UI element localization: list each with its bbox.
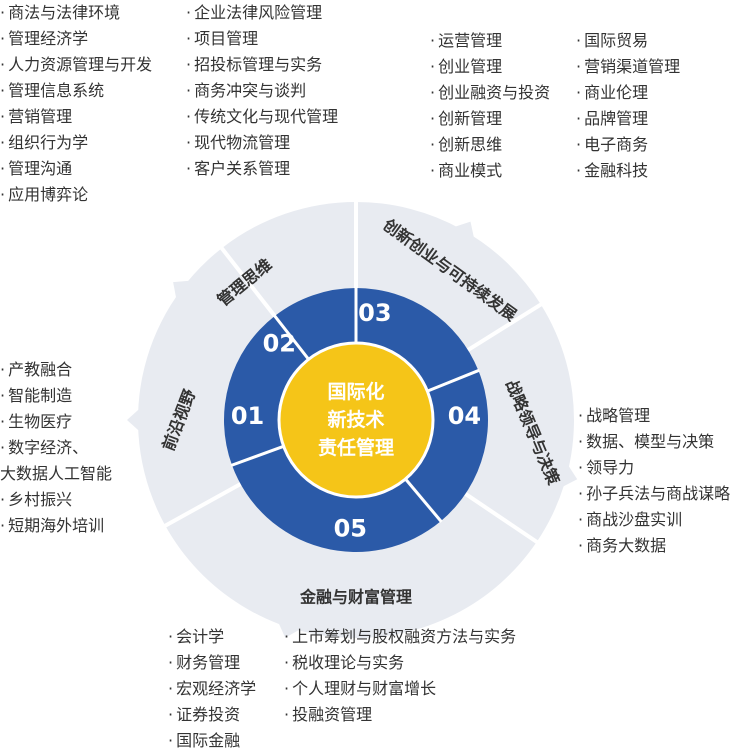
list-item: 宏观经济学 bbox=[168, 676, 256, 702]
inner-divider bbox=[272, 314, 310, 361]
list-item: 创新管理 bbox=[430, 106, 550, 132]
pointer-innovation bbox=[453, 221, 475, 240]
list-item: 产教融合 bbox=[0, 357, 112, 383]
list-innovation-b: 国际贸易 营销渠道管理 商业伦理 品牌管理 电子商务 金融科技 bbox=[576, 28, 680, 184]
outer-divider bbox=[466, 301, 544, 352]
list-item: 招投标管理与实务 bbox=[186, 52, 338, 78]
list-item: 数字经济、 bbox=[0, 435, 112, 461]
list-item: 创业融资与投资 bbox=[430, 80, 550, 106]
outer-divider bbox=[464, 492, 540, 545]
center-text-line: 责任管理 bbox=[318, 436, 394, 459]
list-frontier: 产教融合 智能制造 生物医疗 数字经济、 大数据人工智能 乡村振兴 短期海外培训 bbox=[0, 357, 112, 539]
inner-segment bbox=[405, 370, 489, 522]
inner-divider bbox=[404, 478, 443, 523]
list-item: 智能制造 bbox=[0, 383, 112, 409]
inner-ring bbox=[223, 287, 489, 553]
segment-number: 02 bbox=[263, 329, 296, 357]
pointer-strategy bbox=[561, 464, 578, 488]
list-item: 领导力 bbox=[578, 455, 730, 481]
outer-divider bbox=[218, 245, 277, 318]
segment-label: 金融与财富管理 bbox=[299, 588, 412, 607]
outer-segment bbox=[165, 483, 537, 639]
list-item: 国际金融 bbox=[168, 728, 256, 754]
outer-segment bbox=[137, 248, 276, 526]
list-item: 孙子兵法与商战谋略 bbox=[578, 481, 730, 507]
segment-number: 03 bbox=[358, 299, 391, 327]
list-item: 短期海外培训 bbox=[0, 513, 112, 539]
inner-divider bbox=[230, 444, 285, 467]
list-item: 人力资源管理与开发 bbox=[0, 52, 152, 78]
list-management-b: 企业法律风险管理 项目管理 招投标管理与实务 商务冲突与谈判 传统文化与现代管理… bbox=[186, 0, 338, 182]
list-item: 管理沟通 bbox=[0, 156, 152, 182]
outer-segment bbox=[356, 202, 541, 351]
list-item: 运营管理 bbox=[430, 28, 550, 54]
list-management-a: 商法与法律环境 管理经济学 人力资源管理与开发 管理信息系统 营销管理 组织行为… bbox=[0, 0, 152, 208]
outer-divider bbox=[162, 482, 242, 529]
list-item: 上市筹划与股权融资方法与实务 bbox=[284, 624, 516, 650]
list-item: 生物医疗 bbox=[0, 409, 112, 435]
list-item: 财务管理 bbox=[168, 650, 256, 676]
list-item: 商业模式 bbox=[430, 158, 550, 184]
list-item: 电子商务 bbox=[576, 132, 680, 158]
list-item: 个人理财与财富增长 bbox=[284, 676, 516, 702]
list-item: 组织行为学 bbox=[0, 130, 152, 156]
list-item: 投融资管理 bbox=[284, 702, 516, 728]
list-item: 税收理论与实务 bbox=[284, 650, 516, 676]
list-item: 客户关系管理 bbox=[186, 156, 338, 182]
list-finance-a: 会计学 财务管理 宏观经济学 证券投资 国际金融 bbox=[168, 624, 256, 754]
inner-divider bbox=[426, 368, 480, 393]
list-item: 创新思维 bbox=[430, 132, 550, 158]
segment-number: 05 bbox=[334, 514, 367, 542]
list-item: 品牌管理 bbox=[576, 106, 680, 132]
list-item: 会计学 bbox=[168, 624, 256, 650]
list-item: 企业法律风险管理 bbox=[186, 0, 338, 26]
outer-segment bbox=[464, 304, 574, 542]
list-item: 大数据人工智能 bbox=[0, 464, 113, 483]
center-text-line: 新技术 bbox=[327, 408, 384, 431]
segment-numbers: 01 02 03 04 05 bbox=[231, 299, 481, 542]
list-item: 创业管理 bbox=[430, 54, 550, 80]
inner-segment bbox=[231, 446, 441, 553]
list-item: 管理信息系统 bbox=[0, 78, 152, 104]
list-item: 战略管理 bbox=[578, 403, 730, 429]
list-item: 商业伦理 bbox=[576, 80, 680, 106]
list-strategy: 战略管理 数据、模型与决策 领导力 孙子兵法与商战谋略 商战沙盘实训 商务大数据 bbox=[578, 403, 730, 559]
list-finance-b: 上市筹划与股权融资方法与实务 税收理论与实务 个人理财与财富增长 投融资管理 bbox=[284, 624, 516, 728]
list-item: 商战沙盘实训 bbox=[578, 507, 730, 533]
list-item: 管理经济学 bbox=[0, 26, 152, 52]
inner-segment bbox=[223, 315, 309, 466]
list-item: 国际贸易 bbox=[576, 28, 680, 54]
list-item: 数据、模型与决策 bbox=[578, 429, 730, 455]
pointer-management bbox=[173, 280, 192, 300]
list-item: 商法与法律环境 bbox=[0, 0, 152, 26]
list-item: 金融科技 bbox=[576, 158, 680, 184]
list-item: 乡村振兴 bbox=[0, 487, 112, 513]
center-disc bbox=[277, 341, 435, 499]
list-item: 证券投资 bbox=[168, 702, 256, 728]
list-item: 营销渠道管理 bbox=[576, 54, 680, 80]
list-item: 传统文化与现代管理 bbox=[186, 104, 338, 130]
list-item: 营销管理 bbox=[0, 104, 152, 130]
segment-number: 01 bbox=[231, 402, 264, 430]
center-text-line: 国际化 bbox=[327, 380, 384, 403]
list-innovation-a: 运营管理 创业管理 创业融资与投资 创新管理 创新思维 商业模式 bbox=[430, 28, 550, 184]
inner-segment bbox=[356, 288, 479, 392]
list-item: 项目管理 bbox=[186, 26, 338, 52]
list-item: 应用博弈论 bbox=[0, 182, 152, 208]
list-item: 现代物流管理 bbox=[186, 130, 338, 156]
pointer-frontier bbox=[127, 407, 141, 433]
list-item: 商务冲突与谈判 bbox=[186, 78, 338, 104]
list-item: 商务大数据 bbox=[578, 533, 730, 559]
segment-number: 04 bbox=[448, 402, 481, 430]
